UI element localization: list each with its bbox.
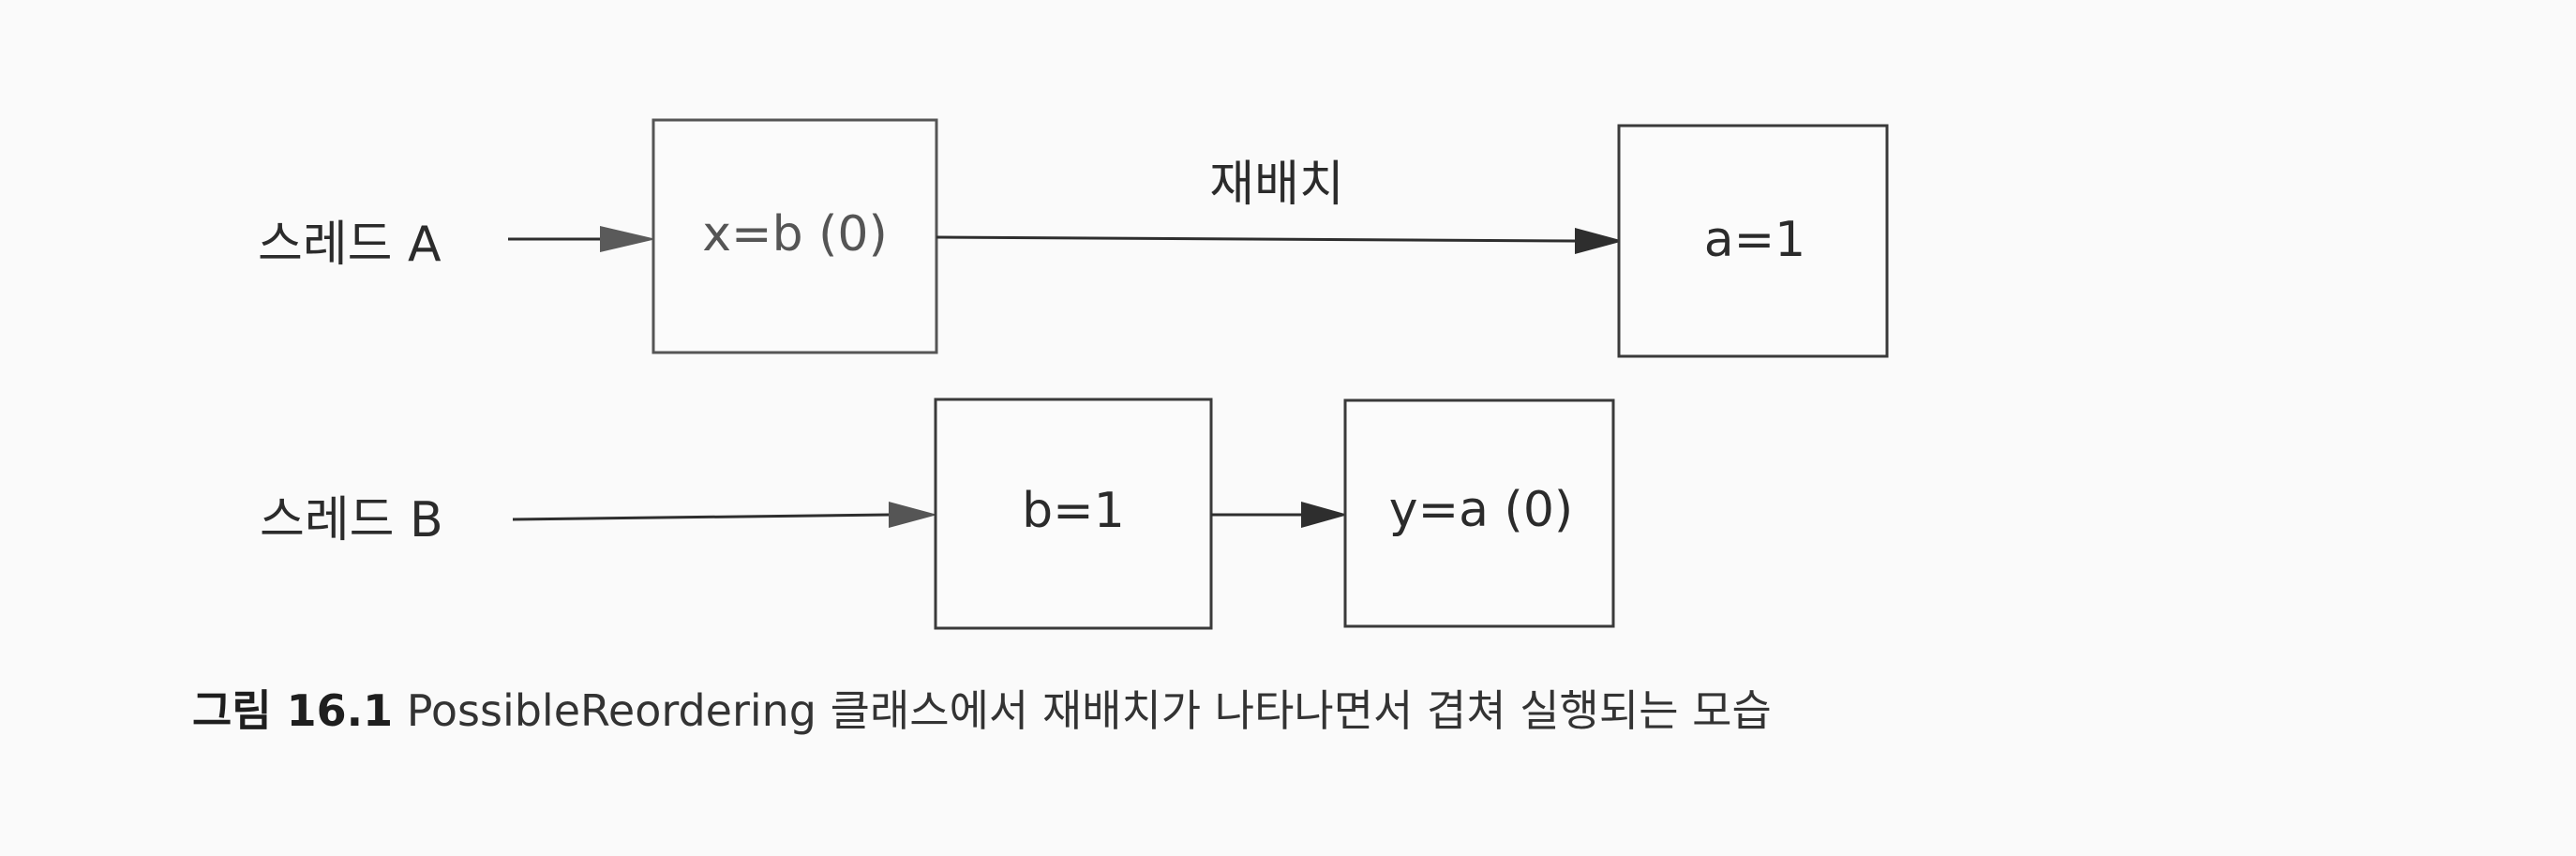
thread-b-label: 스레드 B <box>260 492 443 548</box>
figure-caption: 그림 16.1 PossibleReordering 클래스에서 재배치가 나타… <box>192 677 1772 739</box>
reordering-arrow-shaft <box>936 235 1576 243</box>
box-a-equals-1 <box>1617 124 1889 358</box>
box-y-equals-a-text: y=a (0) <box>1389 482 1573 538</box>
box-x-equals-b-text: x=b (0) <box>702 206 888 263</box>
figure-number: 그림 16.1 <box>192 685 394 736</box>
thread-a-entry-arrowhead <box>600 226 656 252</box>
thread-b-sequence-arrowhead <box>1301 502 1348 528</box>
box-b-equals-1 <box>934 398 1213 630</box>
figure-caption-text: PossibleReordering 클래스에서 재배치가 나타나면서 겹쳐 실… <box>406 685 1772 736</box>
thread-a-label: 스레드 A <box>258 217 442 273</box>
box-a-equals-1-text: a=1 <box>1704 212 1806 268</box>
box-x-equals-b <box>651 118 938 354</box>
box-y-equals-a <box>1343 398 1615 628</box>
box-b-equals-1-text: b=1 <box>1022 483 1125 539</box>
reordering-edge-label: 재배치 <box>1209 157 1344 213</box>
thread-b-entry-arrowhead <box>889 502 937 528</box>
thread-b-entry-arrow-shaft <box>512 513 890 521</box>
reordering-arrowhead <box>1575 228 1624 254</box>
